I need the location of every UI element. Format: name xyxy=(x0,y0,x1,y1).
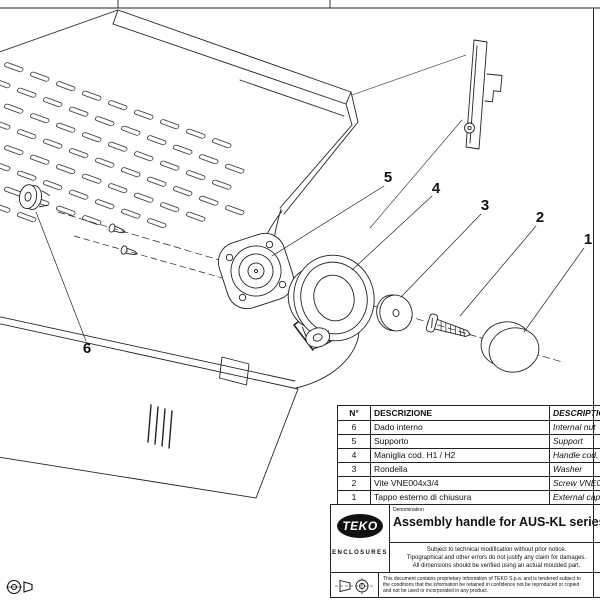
detail-view xyxy=(351,39,503,229)
part-number: 2 xyxy=(338,477,371,491)
part-number: 3 xyxy=(338,463,371,477)
table-row: 4 Maniglia cod. H1 / H2 Handle cod. H1 /… xyxy=(338,449,600,463)
part-number: 1 xyxy=(338,491,371,505)
title-block: TEKO ENCLOSURES Denomination Assembly ha… xyxy=(330,504,600,598)
table-row: 2 Vite VNE004x3/4 Screw VNE004x3/4 xyxy=(338,477,600,491)
teko-logo: TEKO xyxy=(337,514,383,538)
proprietary-note: This document contains proprietary infor… xyxy=(379,573,600,598)
handle-part xyxy=(287,254,375,348)
description-en: Handle cod. H1 / H2 xyxy=(550,449,600,463)
header-description: DESCRIPTION xyxy=(550,406,600,421)
logo-cell: TEKO ENCLOSURES xyxy=(331,505,390,572)
notes: Subject to technical modification withou… xyxy=(389,543,600,572)
support-part xyxy=(217,232,295,310)
projection-symbol-box xyxy=(331,573,379,598)
screw-part xyxy=(425,313,471,337)
callout-6: 6 xyxy=(83,340,91,357)
part-number: 5 xyxy=(338,435,371,449)
proprietary-line: and not be used or incorporated in any p… xyxy=(383,588,489,595)
description-it: Dado interno xyxy=(371,421,550,435)
note-line: All dimensions should be verified using … xyxy=(412,563,581,569)
description-en: Screw VNE004x3/4 xyxy=(550,477,600,491)
table-row: 1 Tappo esterno di chiusura External cap xyxy=(338,491,600,505)
denomination-label: Denomination xyxy=(393,507,424,513)
description-en: Support xyxy=(550,435,600,449)
internal-nut-part xyxy=(18,184,51,210)
callout-5: 5 xyxy=(384,169,392,186)
proprietary-line: the conditions that the information be r… xyxy=(383,581,580,588)
parts-table-header: N° DESCRIZIONE DESCRIPTION xyxy=(338,406,600,421)
screw-centerline xyxy=(73,235,259,289)
table-row: 6 Dado interno Internal nut xyxy=(338,421,600,435)
description-it: Maniglia cod. H1 / H2 xyxy=(371,449,550,463)
sheet-right-border xyxy=(593,8,594,597)
sheet-frame xyxy=(0,0,600,9)
enclosure-vents xyxy=(0,62,245,229)
description-it: Vite VNE004x3/4 xyxy=(371,477,550,491)
part-number: 4 xyxy=(338,449,371,463)
bottom-strip: This document contains proprietary infor… xyxy=(331,572,600,598)
drawing-title: Assembly handle for AUS-KL series xyxy=(393,515,600,529)
table-row: 5 Supporto Support xyxy=(338,435,600,449)
logo-text: TEKO xyxy=(342,519,378,533)
denomination-cell: Denomination Assembly handle for AUS-KL … xyxy=(389,505,600,543)
first-angle-projection-icon xyxy=(334,577,375,594)
logo-subtitle: ENCLOSURES xyxy=(332,550,388,556)
description-en: Internal nut xyxy=(550,421,600,435)
note-line: Subject to technical modification withou… xyxy=(426,547,567,553)
proprietary-line: This document contains proprietary infor… xyxy=(383,575,581,582)
part-number: 6 xyxy=(338,421,371,435)
washer-part xyxy=(376,294,413,332)
cap-part xyxy=(480,321,540,373)
description-en: Washer xyxy=(550,463,600,477)
header-num: N° xyxy=(338,406,371,421)
enclosure-view xyxy=(0,9,360,499)
header-descrizione: DESCRIZIONE xyxy=(371,406,550,421)
callout-3: 3 xyxy=(481,197,489,214)
description-it: Tappo esterno di chiusura xyxy=(371,491,550,505)
corner-projection-icon xyxy=(6,579,33,595)
note-line: Tipographical and other errors do not ju… xyxy=(406,555,587,561)
callout-2: 2 xyxy=(536,209,544,226)
description-it: Supporto xyxy=(371,435,550,449)
table-row: 3 Rondella Washer xyxy=(338,463,600,477)
description-it: Rondella xyxy=(371,463,550,477)
callout-leaders xyxy=(35,185,585,342)
parts-table: N° DESCRIZIONE DESCRIPTION 6 Dado intern… xyxy=(337,405,600,505)
callout-1: 1 xyxy=(584,231,592,248)
mounting-pins xyxy=(108,223,138,256)
callout-4: 4 xyxy=(432,180,441,197)
